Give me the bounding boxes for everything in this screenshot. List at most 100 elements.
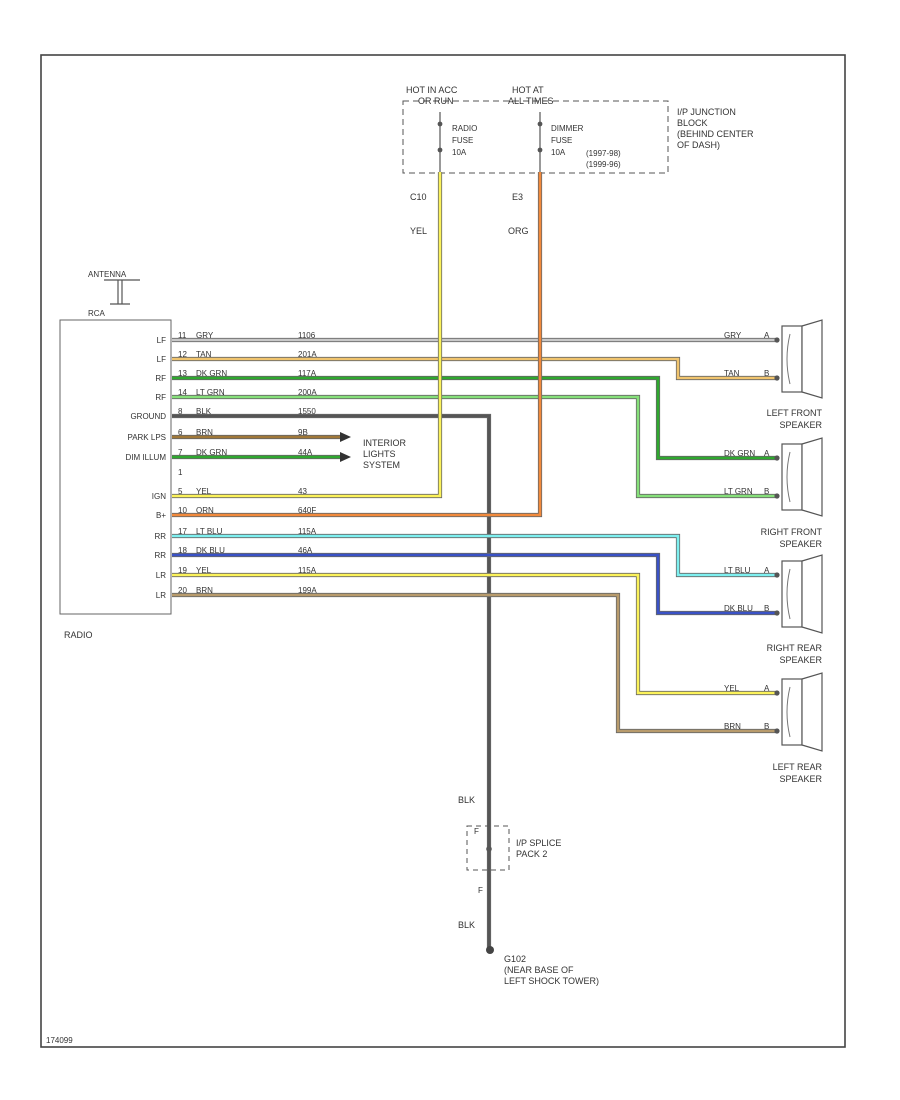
wire-orn-batt	[172, 172, 542, 517]
antenna: ANTENNA RCA	[88, 270, 140, 318]
speaker-pin-b-dot	[774, 610, 780, 616]
radio-box	[59, 319, 172, 615]
speaker-pin-a-dot	[774, 690, 780, 696]
speaker-label-2: SPEAKER	[779, 655, 822, 665]
wire-color-label: DK GRN	[196, 448, 227, 457]
speaker-cone	[801, 672, 823, 752]
wire-dkgrn-right-front	[172, 376, 776, 460]
ground-label-2: (NEAR BASE OF	[504, 965, 574, 975]
circuit-number: 200A	[298, 388, 317, 397]
hot-right-line2: ALL TIMES	[508, 96, 554, 106]
speaker-pin-a: A	[764, 566, 770, 575]
radio-pin-label: IGN	[152, 492, 166, 501]
splice-box	[466, 825, 510, 871]
speaker-body	[781, 325, 803, 393]
speaker-wire-b: LT GRN	[724, 487, 753, 496]
radio-pin-label: LF	[157, 355, 166, 364]
wires	[172, 172, 776, 950]
speaker-wire-b: BRN	[724, 722, 741, 731]
radio-pin-label: LR	[156, 591, 166, 600]
wire-dkblu-right-rear	[172, 553, 776, 615]
fuse-wire-right-color: ORG	[508, 226, 529, 236]
dimmer-fuse-dot-bottom	[537, 147, 543, 153]
pin-number: 6	[178, 428, 183, 437]
wire-tan-left-front	[172, 357, 776, 380]
ip-splice-pack: BLK F I/P SPLICE PACK 2 F BLK	[458, 795, 561, 930]
interior-arrow	[340, 452, 351, 462]
speaker-label-2: SPEAKER	[779, 539, 822, 549]
circuit-number: 201A	[298, 350, 317, 359]
speaker-pin-b: B	[764, 369, 769, 378]
splice-pin-bottom: F	[478, 886, 483, 895]
wire-yel-ign	[172, 172, 442, 498]
interior-label-3: SYSTEM	[363, 460, 400, 470]
speaker-cone	[801, 554, 823, 634]
wire-color-label: ORN	[196, 506, 214, 515]
pin-number: 13	[178, 369, 187, 378]
pin-number: 11	[178, 331, 187, 340]
junction-label-1: I/P JUNCTION	[677, 107, 736, 117]
terminal-right: E3	[512, 192, 523, 202]
wire-color-label: LT GRN	[196, 388, 225, 397]
wire-color-label: GRY	[196, 331, 214, 340]
speaker-wire-b: DK BLU	[724, 604, 753, 613]
speaker-cone	[801, 319, 823, 399]
antenna-connector-label: RCA	[88, 309, 106, 318]
circuit-number: 115A	[298, 527, 317, 536]
wire-color-label: BRN	[196, 586, 213, 595]
circuit-number: 46A	[298, 546, 313, 555]
junction-block-outline	[402, 100, 669, 174]
interior-arrow	[340, 432, 351, 442]
radio-pin-label: LF	[157, 336, 166, 345]
speaker-pin-b-dot	[774, 728, 780, 734]
radio-fuse-dot-bottom	[437, 147, 443, 153]
splice-pin-top: F	[474, 827, 479, 836]
circuit-number: 117A	[298, 369, 317, 378]
circuit-number: 1550	[298, 407, 316, 416]
terminal-left: C10	[410, 192, 427, 202]
circuit-number: 199A	[298, 586, 317, 595]
wire-brn-left-rear-outline	[172, 592, 776, 734]
pin-number: 10	[178, 506, 187, 515]
footer-code: 174099	[46, 1036, 73, 1045]
dimmer-fuse-dot-top	[537, 121, 543, 127]
ground-point	[486, 946, 494, 954]
speaker-body	[781, 443, 803, 511]
speaker-label-1: LEFT FRONT	[767, 408, 823, 418]
splice-wire-top: BLK	[458, 795, 475, 805]
radio-fuse-name: RADIO	[452, 124, 477, 133]
junction-label-4: OF DASH)	[677, 140, 720, 150]
speaker-label-1: RIGHT FRONT	[761, 527, 823, 537]
speaker-cone	[801, 437, 823, 517]
speaker-cone-line	[786, 568, 791, 620]
pin-number: 8	[178, 407, 183, 416]
speaker-pin-a: A	[764, 331, 770, 340]
speaker-pin-a-dot	[774, 337, 780, 343]
interior-label-1: INTERIOR	[363, 438, 407, 448]
splice-node	[486, 846, 492, 852]
wire-color-label: DK GRN	[196, 369, 227, 378]
dimmer-fuse-note-2: (1999-96)	[586, 160, 621, 169]
speaker-wire-a: LT BLU	[724, 566, 751, 575]
fuse-wire-left-color: YEL	[410, 226, 427, 236]
wire-ltgrn-right-front	[172, 395, 776, 498]
pin-number: 20	[178, 586, 187, 595]
dimmer-fuse-note-1: (1997-98)	[586, 149, 621, 158]
speaker-cone-line	[786, 333, 791, 385]
circuit-number: 640F	[298, 506, 316, 515]
pin-number: 12	[178, 350, 187, 359]
wire-brn-left-rear	[172, 593, 776, 733]
speaker-body	[781, 678, 803, 746]
speaker-label-1: RIGHT REAR	[767, 643, 823, 653]
hot-right-line1: HOT AT	[512, 85, 544, 95]
speaker-pin-b: B	[764, 487, 769, 496]
speaker-label-2: SPEAKER	[779, 420, 822, 430]
wire-color-label: BRN	[196, 428, 213, 437]
wire-color-label: YEL	[196, 566, 212, 575]
pin-number: 19	[178, 566, 187, 575]
